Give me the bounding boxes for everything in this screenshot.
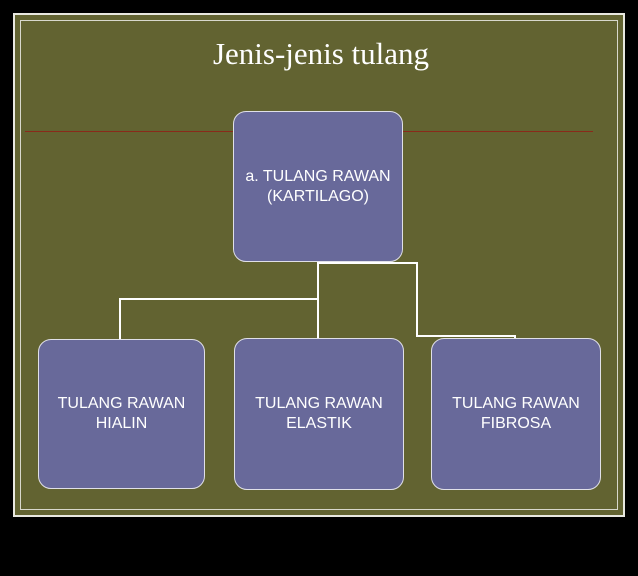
- node-tulang-rawan-fibrosa: TULANG RAWAN FIBROSA: [431, 338, 601, 490]
- node-elastik-line1: TULANG RAWAN: [255, 395, 383, 412]
- connector-right-branch: [317, 262, 516, 338]
- node-tulang-rawan-hialin: TULANG RAWAN HIALIN: [38, 339, 205, 489]
- node-hialin-line2: HIALIN: [95, 415, 148, 432]
- node-fibrosa-line2: FIBROSA: [480, 415, 552, 432]
- node-root-line1: a. TULANG RAWAN: [245, 167, 391, 185]
- slide-title: Jenis-jenis tulang: [212, 36, 430, 71]
- node-hialin-line1: TULANG RAWAN: [57, 395, 186, 412]
- node-tulang-rawan-elastik: TULANG RAWAN ELASTIK: [234, 338, 404, 490]
- node-elastik-line2: ELASTIK: [286, 415, 352, 432]
- node-tulang-rawan-kartilago: a. TULANG RAWAN (KARTILAGO): [233, 111, 403, 262]
- slide-inner-border: [20, 20, 618, 510]
- node-fibrosa-line1: TULANG RAWAN: [452, 395, 580, 412]
- node-root-line2: (KARTILAGO): [267, 187, 369, 205]
